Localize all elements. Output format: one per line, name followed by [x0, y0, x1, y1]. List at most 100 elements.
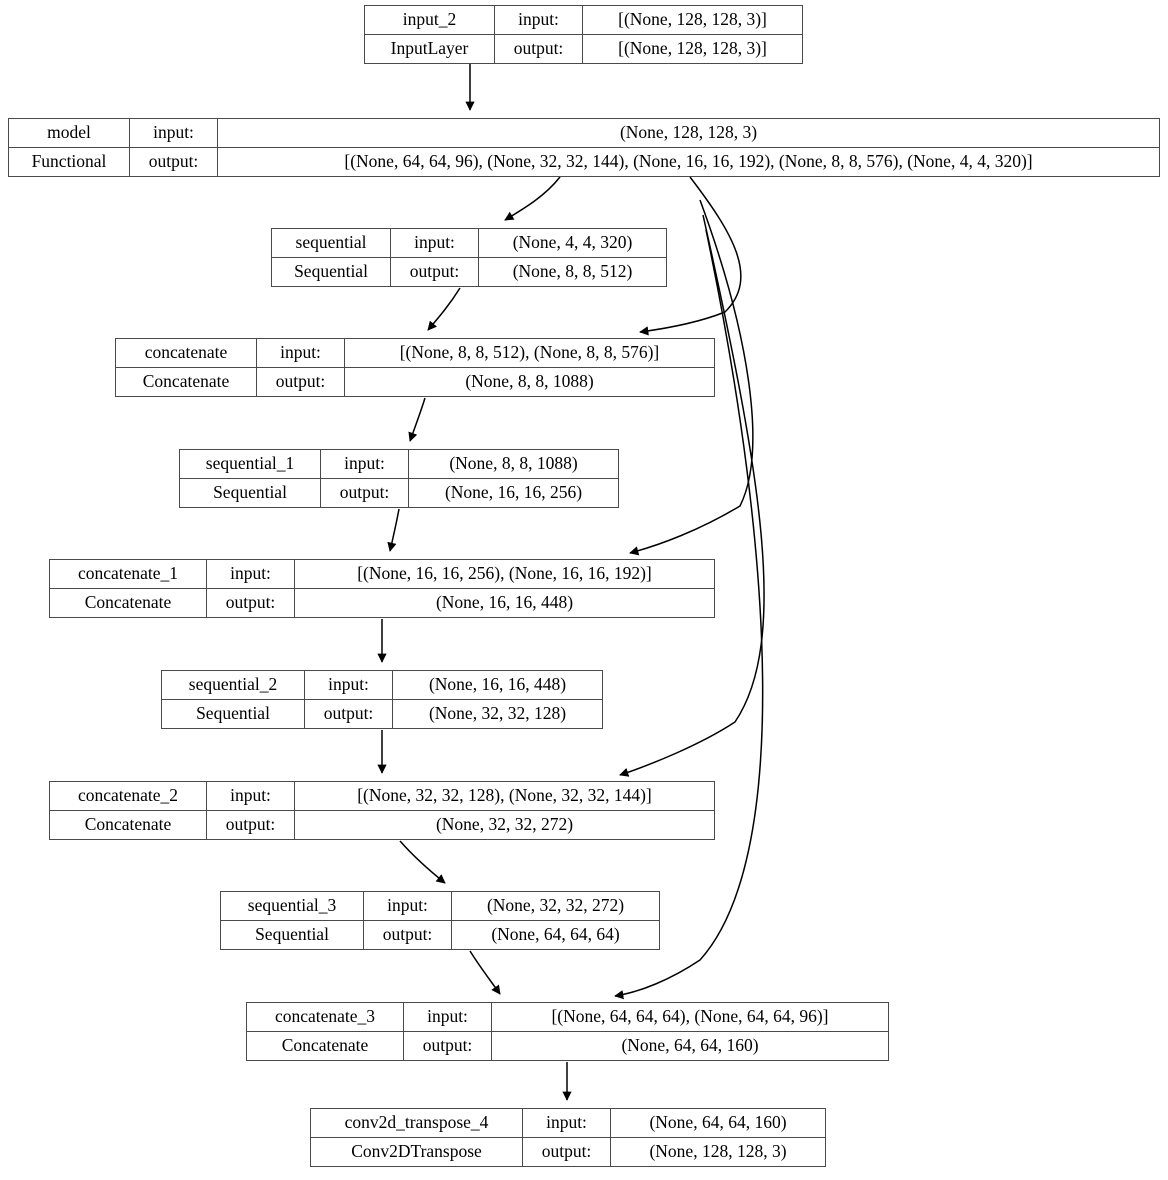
node-layer-class: Conv2DTranspose	[311, 1138, 523, 1166]
node-layer-class: Sequential	[180, 479, 321, 507]
node-input-label: input:	[207, 560, 295, 588]
edge-sequential_3-to-concatenate_3	[469, 950, 501, 995]
node-input-shape: [(None, 32, 32, 128), (None, 32, 32, 144…	[357, 785, 652, 806]
edge-model-to-concatenate	[639, 176, 742, 336]
node-layer-class: Sequential	[221, 921, 364, 949]
node-layer-name: concatenate_3	[247, 1003, 404, 1031]
node-output-label: output:	[207, 811, 295, 839]
node-layer-name: concatenate	[116, 339, 257, 367]
node-layer-class: Concatenate	[50, 589, 207, 617]
node-input-label: input:	[257, 339, 345, 367]
edge-concatenate_2-to-sequential_3	[399, 840, 446, 884]
node-output-shape: [(None, 128, 128, 3)]	[618, 38, 767, 59]
edge-model-to-sequential	[504, 176, 561, 221]
node-input-shape: [(None, 8, 8, 512), (None, 8, 8, 576)]	[399, 342, 660, 363]
node-output-shape: (None, 8, 8, 512)	[512, 261, 633, 282]
node-input-shape: [(None, 64, 64, 64), (None, 64, 64, 96)]	[551, 1006, 829, 1027]
node-input-label: input:	[364, 892, 452, 920]
node-output-shape: (None, 64, 64, 160)	[621, 1035, 759, 1056]
node-input-label: input:	[130, 119, 218, 147]
edge-concatenate-to-sequential_1	[408, 397, 426, 442]
node-layer-name: sequential	[272, 229, 391, 257]
node-layer-class: Functional	[9, 148, 130, 176]
edge-sequential_1-to-concatenate_1	[387, 508, 400, 552]
node-output-label: output:	[257, 368, 345, 396]
node-input-shape: [(None, 16, 16, 256), (None, 16, 16, 192…	[357, 563, 652, 584]
node-output-label: output:	[495, 35, 583, 63]
node-output-label: output:	[404, 1032, 492, 1060]
node-layer-name: sequential_1	[180, 450, 321, 478]
node-output-shape: (None, 32, 32, 128)	[428, 703, 567, 724]
node-input-label: input:	[495, 6, 583, 34]
node-input-label: input:	[321, 450, 409, 478]
node-layer-name: sequential_2	[162, 671, 305, 699]
node-output-shape: (None, 8, 8, 1088)	[465, 371, 594, 392]
node-input-shape: (None, 128, 128, 3)	[619, 122, 758, 143]
node-layer-name: input_2	[365, 6, 495, 34]
node-input-shape: (None, 64, 64, 160)	[649, 1112, 787, 1133]
node-output-shape: (None, 64, 64, 64)	[491, 924, 620, 945]
node-output-shape: [(None, 64, 64, 96), (None, 32, 32, 144)…	[344, 151, 1033, 172]
node-input-label: input:	[523, 1109, 611, 1137]
node-layer-class: Concatenate	[247, 1032, 404, 1060]
node-output-label: output:	[207, 589, 295, 617]
node-output-shape: (None, 16, 16, 448)	[435, 592, 574, 613]
node-layer-class: InputLayer	[365, 35, 495, 63]
node-layer-class: Sequential	[162, 700, 305, 728]
node-output-shape: (None, 128, 128, 3)	[649, 1141, 787, 1162]
edge-sequential-to-concatenate	[427, 287, 461, 331]
node-layer-name: concatenate_1	[50, 560, 207, 588]
node-input-shape: (None, 8, 8, 1088)	[449, 453, 578, 474]
node-output-label: output:	[321, 479, 409, 507]
node-input-shape: (None, 32, 32, 272)	[486, 895, 625, 916]
node-layer-class: Concatenate	[116, 368, 257, 396]
node-input-label: input:	[391, 229, 479, 257]
node-output-label: output:	[305, 700, 393, 728]
node-layer-name: sequential_3	[221, 892, 364, 920]
edge-model-to-concatenate_2	[619, 214, 765, 777]
node-input-shape: [(None, 128, 128, 3)]	[618, 9, 767, 30]
node-layer-class: Concatenate	[50, 811, 207, 839]
edges-group	[377, 64, 765, 1101]
node-input-label: input:	[207, 782, 295, 810]
node-output-label: output:	[391, 258, 479, 286]
node-layer-name: model	[9, 119, 130, 147]
node-layer-name: conv2d_transpose_4	[311, 1109, 523, 1137]
node-output-shape: (None, 16, 16, 256)	[444, 482, 583, 503]
node-output-label: output:	[364, 921, 452, 949]
node-input-shape: (None, 16, 16, 448)	[428, 674, 567, 695]
node-input-label: input:	[305, 671, 393, 699]
node-output-shape: (None, 32, 32, 272)	[435, 814, 574, 835]
